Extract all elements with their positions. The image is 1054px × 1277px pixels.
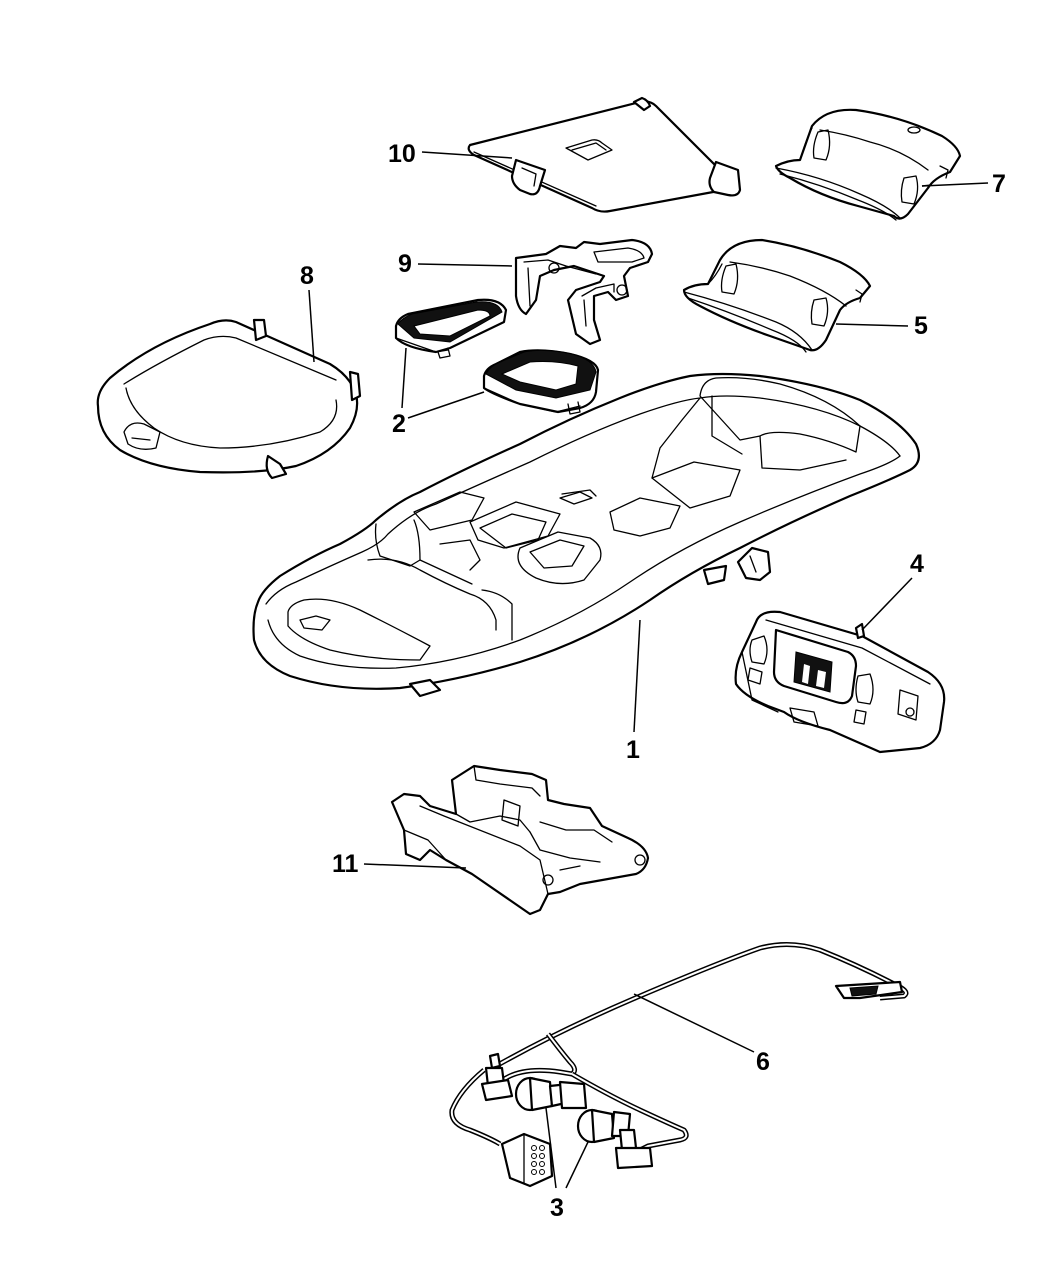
part-8-bin-door[interactable] xyxy=(96,318,362,480)
leader-10 xyxy=(421,151,513,159)
callout-2a: 2 xyxy=(392,410,406,438)
part-1-console-housing[interactable] xyxy=(252,372,921,698)
leader-9 xyxy=(417,263,513,267)
leader-7b xyxy=(921,182,989,187)
part-2-lens-upper[interactable] xyxy=(394,298,508,359)
leader-6 xyxy=(633,993,755,1053)
callouts: 10 7 9 8 5 2 4 1 11 6 3 xyxy=(300,140,1006,1222)
part-2-lens-lower[interactable] xyxy=(482,349,600,415)
leader-8 xyxy=(308,289,315,363)
callout-9: 9 xyxy=(398,250,412,278)
part-11-module-bracket[interactable] xyxy=(390,764,650,916)
part-10-access-cover[interactable] xyxy=(467,96,742,213)
part-6-wiring-harness[interactable] xyxy=(449,942,909,1188)
callout-3: 3 xyxy=(550,1194,564,1222)
part-9-lamp-bracket[interactable] xyxy=(514,238,654,346)
callout-10: 10 xyxy=(388,140,416,168)
leader-5 xyxy=(835,323,909,327)
leader-3a xyxy=(545,1107,557,1189)
leader-2a xyxy=(401,347,407,409)
callout-6: 6 xyxy=(756,1048,770,1076)
callout-8: 8 xyxy=(300,262,314,290)
part-7-bezel[interactable] xyxy=(774,108,962,221)
leader-4 xyxy=(861,577,913,631)
part-4-compass-module[interactable] xyxy=(734,610,946,754)
leader-1 xyxy=(633,619,641,733)
leader-lines xyxy=(308,151,989,1189)
callout-7: 7 xyxy=(992,170,1006,198)
callout-5: 5 xyxy=(914,312,928,340)
part-5-bezel[interactable] xyxy=(682,238,872,353)
callout-1: 1 xyxy=(626,736,640,764)
callout-4: 4 xyxy=(910,550,924,578)
leader-2b xyxy=(407,391,485,419)
callout-11: 11 xyxy=(332,850,359,878)
leader-3b xyxy=(565,1141,589,1189)
leader-11 xyxy=(363,863,467,869)
